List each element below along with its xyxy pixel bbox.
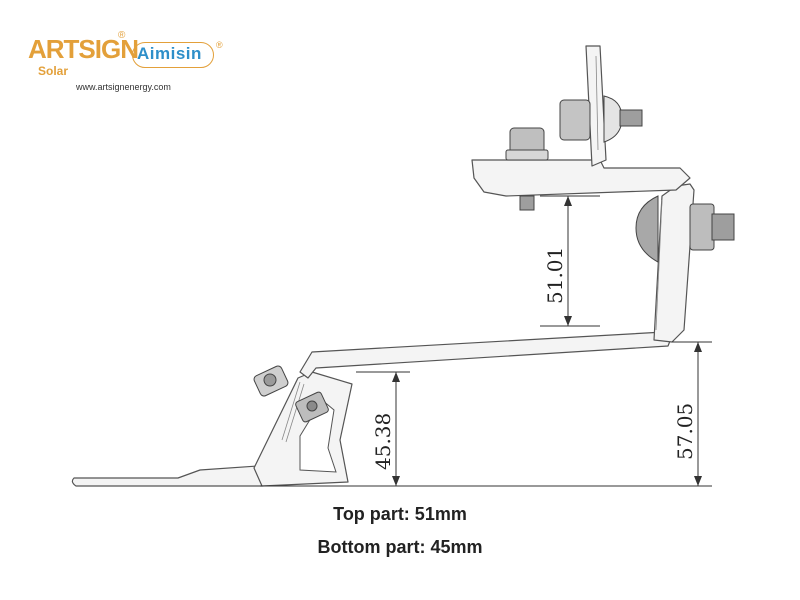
diagonal-rail [299, 331, 673, 379]
aimisin-logo: Aimisin [137, 44, 202, 63]
solar-logo-text: Solar [38, 64, 69, 78]
vertical-arm [653, 183, 695, 343]
artsign-logo: ARTSIGN [28, 34, 139, 64]
top-plate-bolt [505, 127, 549, 211]
top-clamp-plate [471, 159, 691, 197]
dim-bottom-left-label: 45.38 [371, 413, 395, 470]
side-arm-bolt [635, 195, 735, 263]
base-plate [71, 465, 263, 487]
aimisin-registered-mark: ® [216, 40, 223, 50]
website-url: www.artsignenergy.com [76, 82, 171, 92]
caption-bottom-part: Bottom part: 45mm [317, 537, 483, 557]
dim-top-label: 51.01 [543, 247, 567, 304]
upper-bracket-bolt [559, 95, 643, 143]
aimisin-logo-frame [132, 42, 214, 68]
dim-right-label: 57.05 [673, 403, 697, 460]
artsign-registered-mark: ® [118, 30, 126, 41]
caption-top-part: Top part: 51mm [333, 504, 467, 524]
